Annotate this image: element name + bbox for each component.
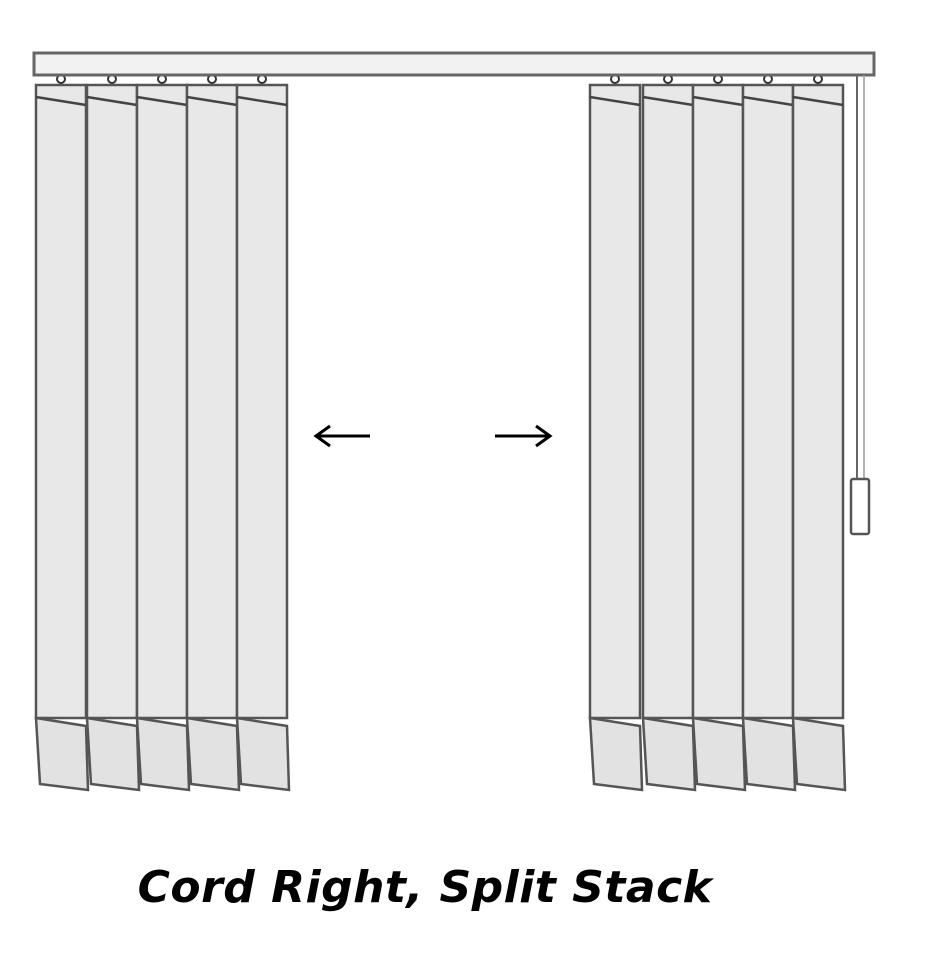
slat bbox=[791, 74, 847, 792]
slat bbox=[235, 74, 291, 792]
slat-weight bbox=[691, 716, 747, 792]
arrow-left-icon bbox=[313, 424, 370, 448]
slat bbox=[135, 74, 191, 792]
slat bbox=[741, 74, 797, 792]
slat bbox=[641, 74, 697, 792]
cord-tassel bbox=[849, 477, 871, 536]
slat-weight bbox=[135, 716, 191, 792]
slat-weight bbox=[235, 716, 291, 792]
slat bbox=[185, 74, 241, 792]
slat-weight bbox=[185, 716, 241, 792]
slat bbox=[588, 74, 644, 792]
slat-weight bbox=[641, 716, 697, 792]
pull-cord bbox=[849, 75, 871, 536]
slat-weight bbox=[85, 716, 141, 792]
left-slat-stack bbox=[34, 74, 291, 792]
right-slat-stack bbox=[588, 74, 847, 792]
arrow-right-icon bbox=[495, 424, 553, 448]
slat-weight bbox=[34, 716, 90, 792]
slat-weight bbox=[791, 716, 847, 792]
slat-weight bbox=[588, 716, 644, 792]
slat-weight bbox=[741, 716, 797, 792]
slat bbox=[34, 74, 90, 792]
headrail bbox=[32, 51, 876, 77]
slat bbox=[691, 74, 747, 792]
slat bbox=[85, 74, 141, 792]
diagram-caption: Cord Right, Split Stack bbox=[137, 862, 713, 913]
